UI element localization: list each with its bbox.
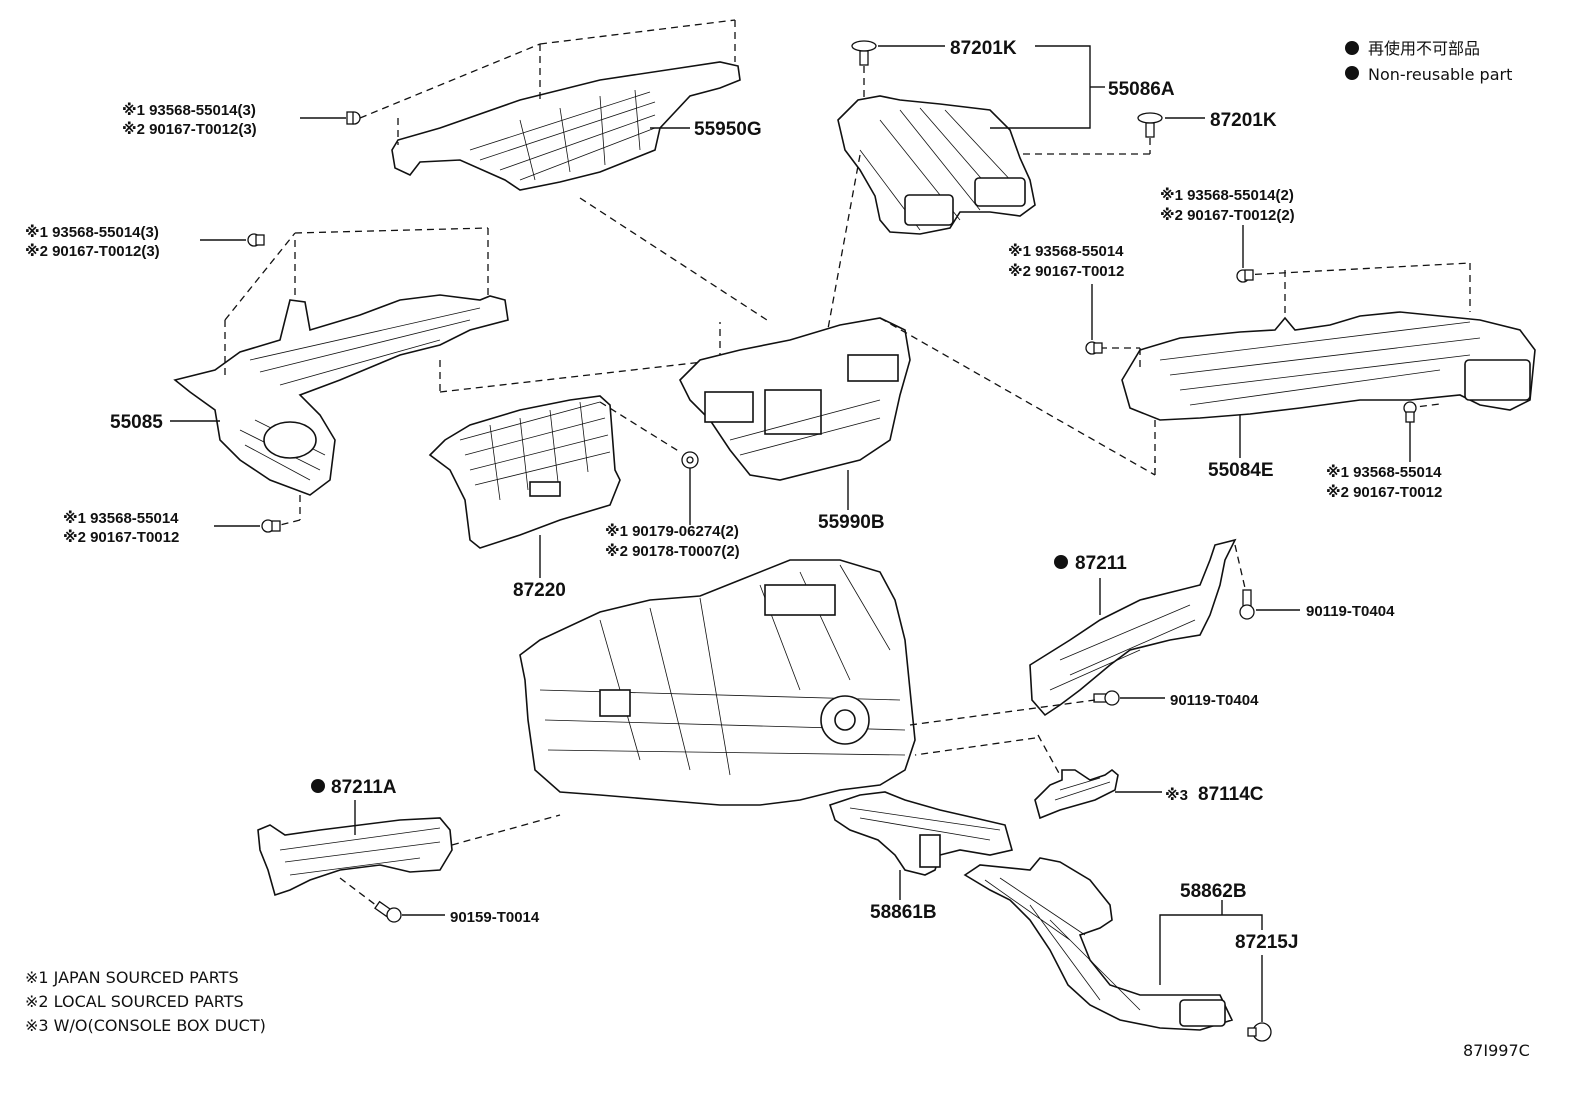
fastener-label: ※1 93568-55014 [63, 509, 179, 527]
part-55950G-drawing [391, 61, 741, 191]
fastener-label: ※2 90167-T0012(3) [25, 242, 160, 260]
clip-icon [851, 40, 877, 66]
clip-icon [1137, 112, 1163, 138]
fastener-label: ※2 90167-T0012 [1326, 483, 1442, 501]
non-reusable-dot-icon [1345, 66, 1359, 80]
part-87211A-drawing [257, 817, 453, 897]
clip-icon [1247, 1022, 1272, 1042]
part-55084E-drawing [1121, 311, 1536, 421]
label-87220: 87220 [513, 580, 566, 601]
screw-icon [261, 519, 281, 533]
footnote-3: ※3 W/O(CONSOLE BOX DUCT) [25, 1016, 266, 1035]
part-55086A-drawing [837, 95, 1036, 235]
heater-unit-drawing [519, 559, 916, 806]
label-58862B: 58862B [1180, 881, 1247, 902]
label-55990B: 55990B [818, 512, 885, 533]
fastener-label: ※2 90167-T0012(2) [1160, 206, 1295, 224]
label-87114C: 87114C [1198, 784, 1264, 805]
non-reusable-dot-icon [1054, 555, 1068, 569]
legend: 再使用不可部品 Non-reusable part [1345, 39, 1512, 84]
bolt-icon [374, 900, 402, 923]
legend-en: Non-reusable part [1368, 65, 1512, 84]
part-55990B-drawing [679, 317, 911, 481]
label-87211A: 87211A [331, 777, 397, 798]
screw-icon [346, 111, 361, 125]
label-87215J: 87215J [1235, 932, 1298, 953]
note-prefix: ※3 [1165, 786, 1188, 804]
fastener-label: 90119-T0404 [1170, 692, 1259, 709]
part-58862B-drawing [963, 857, 1234, 1031]
fastener-label: ※2 90167-T0012(3) [122, 120, 257, 138]
fastener-label: ※1 93568-55014 [1326, 463, 1442, 481]
label-55084E: 55084E [1208, 460, 1274, 481]
label-55950G: 55950G [694, 119, 762, 140]
footnote-1: ※1 JAPAN SOURCED PARTS [25, 968, 239, 987]
fastener-label: 90159-T0014 [450, 909, 540, 926]
part-58861B-drawing [828, 791, 1013, 876]
label-55085: 55085 [110, 412, 163, 433]
screw-icon [1236, 269, 1254, 283]
fastener-label: ※1 93568-55014(2) [1160, 186, 1294, 204]
part-87220-drawing [428, 395, 621, 549]
part-55085-drawing [173, 294, 509, 496]
screw-icon [247, 233, 265, 247]
label-87211: 87211 [1075, 553, 1127, 574]
label-55086A: 55086A [1108, 79, 1175, 100]
fastener-label: ※1 90179-06274(2) [605, 522, 739, 540]
fastener-label: 90119-T0404 [1306, 603, 1395, 620]
non-reusable-dot-icon [1345, 41, 1359, 55]
fastener-label: ※2 90167-T0012 [63, 528, 179, 546]
legend-jp: 再使用不可部品 [1368, 39, 1480, 58]
fastener-label: ※1 93568-55014(3) [122, 101, 256, 119]
footnote-2: ※2 LOCAL SOURCED PARTS [25, 992, 244, 1011]
bolt-icon [1093, 690, 1120, 706]
fastener-label: ※2 90167-T0012 [1008, 262, 1124, 280]
nut-icon [681, 451, 699, 469]
fastener-label: ※2 90178-T0007(2) [605, 542, 740, 560]
fastener-label: ※1 93568-55014 [1008, 242, 1124, 260]
label-87201K-right: 87201K [1210, 110, 1277, 131]
non-reusable-dot-icon [311, 779, 325, 793]
bolt-icon [1239, 589, 1255, 620]
fastener-label: ※1 93568-55014(3) [25, 223, 159, 241]
label-58861B: 58861B [870, 902, 937, 923]
part-87114C-drawing [1034, 768, 1119, 820]
part-87211-drawing [1029, 538, 1237, 717]
screw-icon [1085, 341, 1103, 355]
screw-icon [1403, 401, 1417, 423]
label-87201K-top: 87201K [950, 38, 1017, 59]
diagram-id: 87I997C [1463, 1041, 1530, 1060]
footnotes: ※1 JAPAN SOURCED PARTS ※2 LOCAL SOURCED … [25, 968, 266, 1035]
